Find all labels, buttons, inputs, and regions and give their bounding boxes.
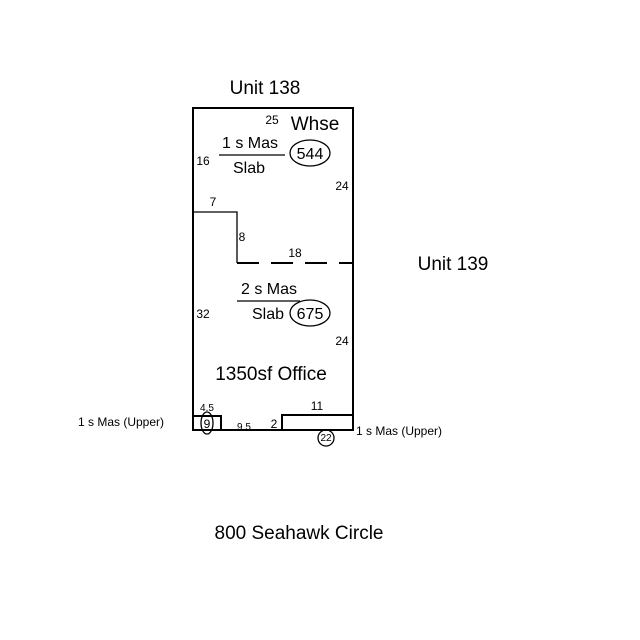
bottom-bar bbox=[281, 414, 353, 430]
dim-left-lower: 32 bbox=[196, 307, 210, 321]
dim-bar-area: 22 bbox=[320, 433, 332, 444]
dim-small-top: 4.5 bbox=[200, 403, 214, 414]
whse-area: 544 bbox=[297, 146, 324, 163]
unit-139-label: Unit 139 bbox=[418, 254, 489, 275]
lower-area: 675 bbox=[297, 306, 324, 323]
dim-gap: 9.5 bbox=[237, 422, 251, 433]
lower-foundation: Slab bbox=[252, 306, 284, 323]
dim-top: 25 bbox=[265, 113, 279, 127]
whse-name: Whse bbox=[291, 114, 340, 135]
dim-bar-width: 11 bbox=[311, 399, 324, 413]
unit-138-label: Unit 138 bbox=[230, 78, 301, 99]
dim-small-depth: 9 bbox=[204, 417, 211, 431]
whse-area-oval bbox=[289, 139, 331, 167]
dim-left-upper: 16 bbox=[196, 154, 210, 168]
lower-area-oval bbox=[289, 299, 331, 327]
side-note-left: 1 s Mas (Upper) bbox=[78, 415, 164, 429]
side-note-right: 1 s Mas (Upper) bbox=[356, 424, 442, 438]
dim-notch-depth: 8 bbox=[239, 230, 246, 244]
whse-foundation: Slab bbox=[233, 160, 265, 177]
notch-line bbox=[193, 211, 238, 263]
office-label: 1350sf Office bbox=[215, 364, 327, 385]
address-label: 800 Seahawk Circle bbox=[215, 523, 384, 544]
lower-construction: 2 s Mas bbox=[241, 281, 297, 298]
dim-right-lower: 24 bbox=[335, 334, 349, 348]
dim-divider: 18 bbox=[288, 246, 302, 260]
dim-right-upper: 24 bbox=[335, 179, 349, 193]
dim-notch-width: 7 bbox=[210, 195, 217, 209]
whse-construction: 1 s Mas bbox=[222, 135, 278, 152]
building-outline bbox=[192, 107, 354, 431]
dim-step: 2 bbox=[271, 417, 278, 431]
small-box-oval bbox=[200, 411, 214, 435]
bar-area-circle bbox=[317, 429, 335, 447]
